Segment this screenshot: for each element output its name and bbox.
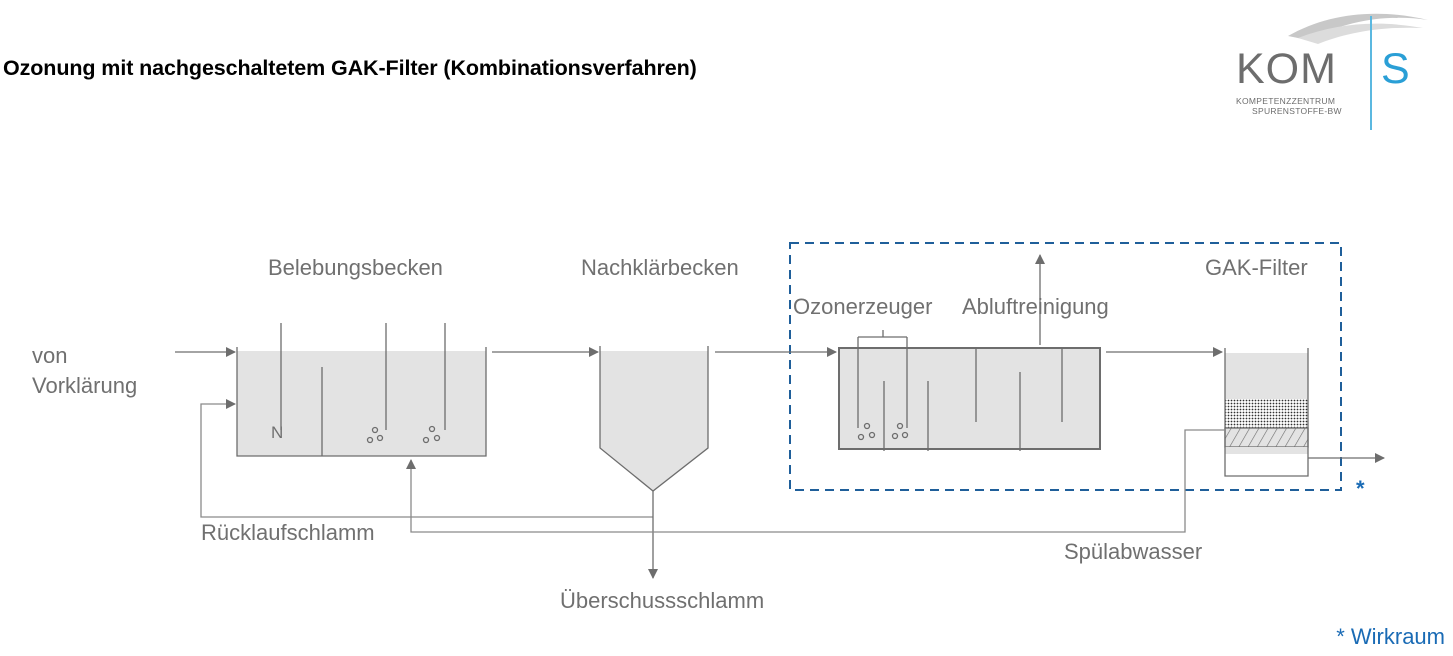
label-inflow-line1: von	[32, 343, 67, 368]
air-bubbles-1	[366, 426, 384, 444]
gac-filter-support-layer	[1224, 427, 1309, 448]
footnote-wirkraum: * Wirkraum	[1336, 624, 1445, 649]
label-aeration-tank: Belebungsbecken	[268, 255, 443, 280]
logo-divider	[1370, 16, 1372, 130]
return-sludge-line	[200, 399, 653, 518]
label-excess-sludge: Überschussschlamm	[560, 588, 764, 613]
label-gac-filter: GAK-Filter	[1205, 255, 1308, 280]
label-exhaust-treatment: Abluftreinigung	[962, 294, 1109, 319]
ozone-bubbles-1	[857, 422, 876, 441]
logo-subtitle-2: SPURENSTOFFE-BW	[1252, 106, 1342, 116]
label-return-sludge: Rücklaufschlamm	[201, 520, 375, 545]
gac-filter-walls	[1224, 348, 1309, 477]
aeration-tank-walls	[236, 347, 487, 457]
komS-logo: KOM S KOMPETENZZENTRUM SPURENSTOFFE-BW	[1228, 8, 1428, 130]
ozone-bubbles-2	[891, 422, 909, 440]
ozone-feed-pipe	[857, 330, 908, 428]
wirkraum-zone	[789, 242, 1342, 491]
ozone-reactor	[838, 347, 1101, 450]
logo-text-s: S	[1381, 45, 1410, 93]
stirrer-n-symbol: N	[271, 423, 283, 442]
gac-filter-water	[1225, 353, 1308, 399]
logo-text-kom: KOM	[1236, 45, 1337, 93]
backwash-water-line	[406, 429, 1225, 533]
gac-filter-underdrain	[1225, 447, 1308, 454]
page-title: Ozonung mit nachgeschaltetem GAK-Filter …	[3, 56, 697, 80]
clarifier-water	[600, 351, 708, 491]
logo-subtitle-1: KOMPETENZZENTRUM	[1236, 96, 1336, 106]
label-secondary-clarifier: Nachklärbecken	[581, 255, 739, 280]
zone-marker: *	[1356, 476, 1365, 501]
air-bubbles-2	[422, 425, 441, 444]
label-backwash-water: Spülabwasser	[1064, 539, 1202, 564]
gac-filter-carbon-bed	[1225, 399, 1308, 428]
logo-wave-icon	[1288, 13, 1428, 44]
label-ozone-generator: Ozonerzeuger	[793, 294, 932, 319]
label-inflow-line2: Vorklärung	[32, 373, 137, 398]
